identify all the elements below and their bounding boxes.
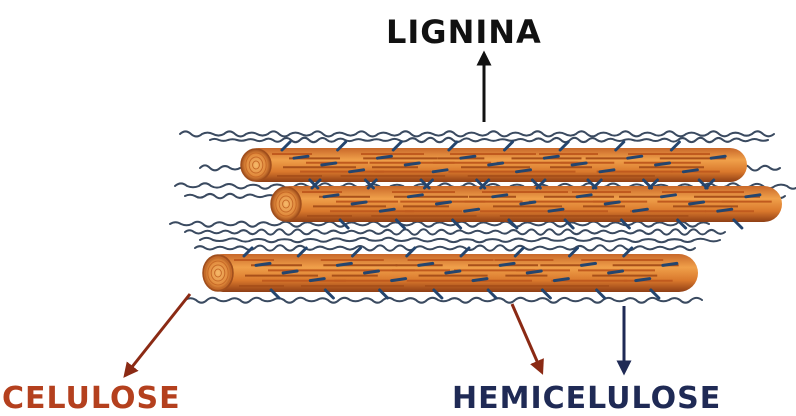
hemicellulose-strand [337,263,351,265]
hemicellulose-strand [521,202,535,204]
hemicellulose-strand [527,271,541,273]
hemicellulose-strand [365,271,379,273]
celulose-label: CELULOSE [2,384,181,414]
lignina-label: LIGNINA [386,16,542,48]
hemicellulose-strand [324,195,338,197]
hemicellulose-strand [517,170,531,172]
hemicellulose-strand [554,279,568,281]
hemicellulose-strand [493,195,507,197]
lignin-strand [180,131,774,136]
hemicellulose-strand [572,163,586,165]
hemicellulose-strand [465,209,479,211]
hemicellulose-strand [437,202,451,204]
hemicellulose-strand [380,209,394,211]
hemicellulose-strand [718,209,732,211]
hemicellulose-strand [256,263,270,265]
hemicellulose-strand [628,156,642,158]
hemicellulose-strand [544,156,558,158]
hemicellulose-strand [405,163,419,165]
lignin-strand [210,138,768,142]
hemicellulose-strand [656,163,670,165]
lignin-strand [195,245,695,250]
hemicellulose-strand [636,279,650,281]
hemicellulose-strand [310,279,324,281]
hemicellulose-strand [662,195,676,197]
hemicelulose-arrow-left [512,304,540,368]
hemicellulose-strand [352,202,366,204]
hemicellulose-strand [600,170,614,172]
hemicellulose-strand [633,209,647,211]
hemicellulose-strand [350,170,364,172]
hemicellulose-strand [582,263,596,265]
hemicellulose-strand [283,271,297,273]
hemicellulose-strand [605,202,619,204]
hemicellulose-strand [683,170,697,172]
hemicellulose-strand [746,195,760,197]
celulose-arrow [128,294,190,372]
hemicellulose-strand [392,279,406,281]
hemicellulose-strand [408,195,422,197]
hemicellulose-strand [500,263,514,265]
hemicellulose-strand [711,156,725,158]
hemicellulose-strand [473,279,487,281]
lignin-strand [185,229,725,234]
hemicellulose-strand [419,263,433,265]
hemicellulose-strand [577,195,591,197]
hemicellulose-strand [446,271,460,273]
hemicellulose-strand [663,263,677,265]
hemicelulose-label: HEMICELULOSE [452,384,721,414]
hemicellulose-strand [294,156,308,158]
hemicellulose-strand [433,170,447,172]
hemicellulose-strand [549,209,563,211]
hemicellulose-strand [322,163,336,165]
hemicellulose-strand [377,156,391,158]
hemicellulose-strand [489,163,503,165]
hemicellulose-strand [609,271,623,273]
lignin-strand [200,238,720,242]
lignin-strand [185,298,702,303]
hemicellulose-strand [690,202,704,204]
hemicellulose-strand [461,156,475,158]
